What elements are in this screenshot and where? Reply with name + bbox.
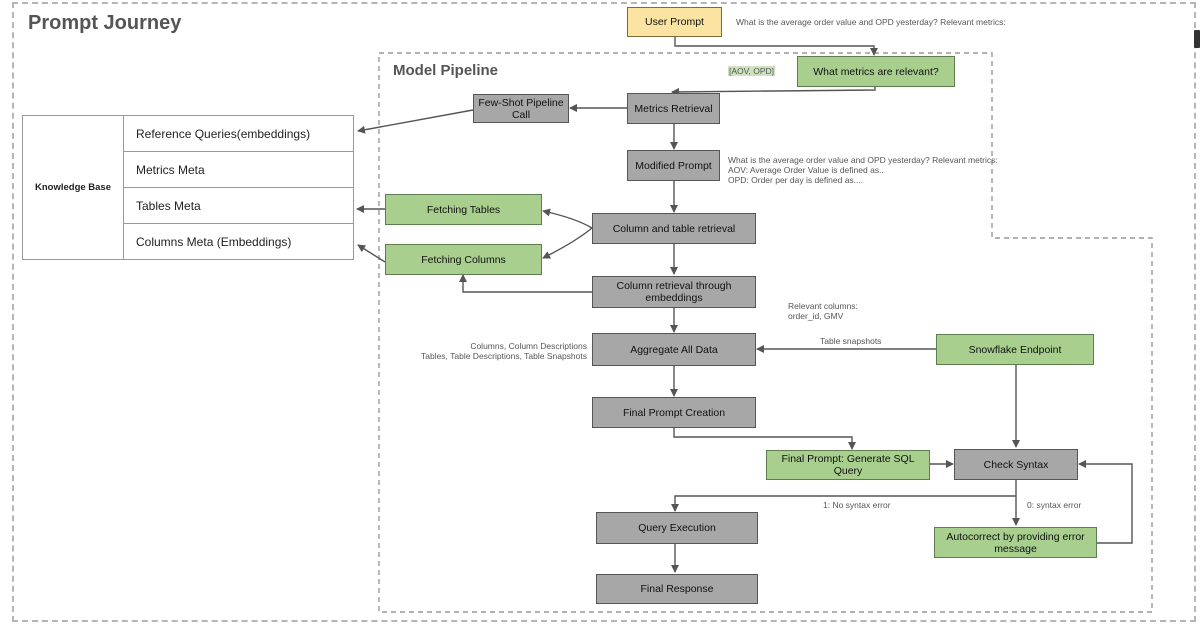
no-syntax-error-note: 1: No syntax error	[823, 500, 891, 510]
metrics-retrieval-node: Metrics Retrieval	[627, 93, 720, 124]
user-prompt-node: User Prompt	[627, 7, 722, 37]
arrow-autocorrect-loop	[1078, 460, 1133, 544]
prompt-journey-title: Prompt Journey	[28, 12, 182, 34]
kb-row-reference-queries: Reference Queries(embeddings)	[124, 116, 353, 152]
arrow-check-to-execution	[671, 495, 1016, 512]
arrow-creation-to-sql	[673, 428, 856, 450]
check-syntax-node: Check Syntax	[954, 449, 1078, 480]
knowledge-base-label: Knowledge Base	[23, 116, 124, 259]
aggregate-inputs-line-1: Columns, Column Descriptions	[470, 341, 587, 351]
kb-row-tables-meta: Tables Meta	[124, 188, 353, 224]
modified-line-1: What is the average order value and OPD …	[728, 155, 998, 165]
relevant-columns-line-1: Relevant columns:	[788, 301, 858, 311]
fetching-tables-node: Fetching Tables	[385, 194, 542, 225]
column-table-retrieval-node: Column and table retrieval	[592, 213, 756, 244]
what-metrics-node: What metrics are relevant?	[797, 56, 955, 87]
column-retrieval-embeddings-node: Column retrieval through embeddings	[592, 276, 756, 308]
final-prompt-creation-node: Final Prompt Creation	[592, 397, 756, 428]
arrow-fewshot-to-refqueries	[357, 109, 474, 134]
arrow-embed-to-columns	[459, 274, 592, 293]
aggregate-inputs-line-2: Tables, Table Descriptions, Table Snapsh…	[420, 351, 587, 361]
relevant-columns-line-2: order_id, GMV	[788, 311, 844, 321]
arrow-coltable-to-columns	[542, 227, 593, 259]
fetching-columns-node: Fetching Columns	[385, 244, 542, 275]
modified-line-2: AOV: Average Order Value is defined as..	[728, 165, 884, 175]
aov-opd-note: [AOV, OPD]	[728, 66, 776, 76]
model-pipeline-title: Model Pipeline	[393, 62, 499, 79]
few-shot-node: Few-Shot Pipeline Call	[473, 94, 569, 123]
aggregate-node: Aggregate All Data	[592, 333, 756, 366]
final-prompt-sql-node: Final Prompt: Generate SQL Query	[766, 450, 930, 480]
kb-row-columns-meta: Columns Meta (Embeddings)	[136, 235, 292, 249]
window-edge-handle	[1194, 30, 1200, 48]
autocorrect-node: Autocorrect by providing error message	[934, 527, 1097, 558]
arrow-metrics-q-to-retrieval	[671, 87, 876, 96]
prompt-journey-frame	[12, 2, 1196, 622]
modified-line-3: OPD: Order per day is defined as....	[728, 175, 864, 185]
arrow-coltable-to-tables	[542, 208, 593, 229]
modified-prompt-node: Modified Prompt	[627, 150, 720, 181]
arrow-columns-to-kb	[357, 244, 386, 263]
user-question-note: What is the average order value and OPD …	[736, 17, 1006, 27]
snowflake-node: Snowflake Endpoint	[936, 334, 1094, 365]
query-execution-node: Query Execution	[596, 512, 758, 544]
final-response-node: Final Response	[596, 574, 758, 604]
model-pipeline-frame	[378, 52, 1153, 613]
knowledge-base-table: Knowledge Base Reference Queries(embeddi…	[22, 115, 354, 260]
table-snapshots-note: Table snapshots	[820, 336, 882, 346]
syntax-error-note: 0: syntax error	[1027, 500, 1082, 510]
kb-row-metrics-meta: Metrics Meta	[124, 152, 353, 188]
arrow-user-to-metrics-q	[674, 37, 878, 56]
